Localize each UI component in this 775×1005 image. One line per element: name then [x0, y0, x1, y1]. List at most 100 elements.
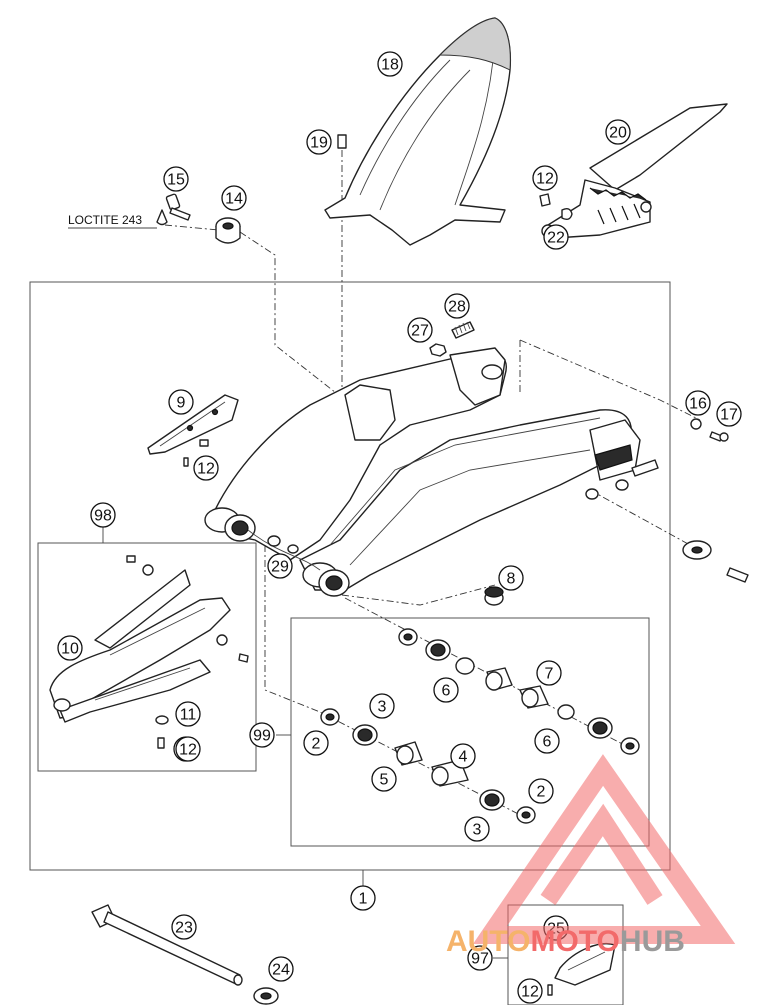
callout-3: 3	[369, 693, 395, 719]
callout-label: 23	[175, 920, 193, 937]
callout-20: 20	[605, 119, 631, 145]
callout-17: 17	[716, 401, 742, 427]
callout-circle	[467, 945, 493, 971]
callout-circle	[444, 293, 470, 319]
guard-kit-frame	[507, 904, 624, 1005]
callout-circle	[605, 119, 631, 145]
callout-28: 28	[444, 293, 470, 319]
callout-circle	[517, 978, 543, 1004]
callout-label: 27	[411, 323, 429, 340]
callout-label: 24	[272, 962, 290, 979]
callout-12: 12	[532, 165, 558, 191]
callout-98: 98	[90, 502, 116, 528]
callout-11: 11	[175, 701, 201, 727]
callout-19: 19	[306, 129, 332, 155]
bearing-kit-frame	[290, 617, 650, 847]
callout-label: 3	[378, 699, 387, 716]
callout-97: 97	[467, 945, 493, 971]
callout-circle	[534, 728, 560, 754]
callout-circle	[407, 317, 433, 343]
callout-circle	[57, 635, 83, 661]
callout-circle	[377, 51, 403, 77]
loctite-note: LOCTITE 243	[68, 213, 157, 229]
callout-label: 10	[61, 641, 79, 658]
callout-circle	[464, 816, 490, 842]
callout-99: 99	[249, 722, 275, 748]
chain-slider-part	[147, 394, 239, 455]
callout-circle	[303, 730, 329, 756]
callout-label: 19	[310, 135, 328, 152]
callout-22: 22	[543, 224, 569, 250]
callout-label: 6	[442, 683, 451, 700]
callout-circle	[350, 885, 376, 911]
callout-12: 12	[517, 978, 543, 1004]
chain-guard-kit-frame	[37, 542, 257, 772]
callout-label: 2	[312, 736, 321, 753]
callout-15: 15	[163, 166, 189, 192]
callout-23: 23	[171, 914, 197, 940]
callout-circle	[498, 565, 524, 591]
callout-27: 27	[407, 317, 433, 343]
callout-2: 2	[528, 778, 554, 804]
svg-text:AUTOMOTOHUB: AUTOMOTOHUB	[446, 925, 685, 958]
callout-label: 15	[167, 172, 185, 189]
callout-10: 10	[57, 635, 83, 661]
callout-circle	[171, 914, 197, 940]
chain-guard-lower-part	[49, 569, 231, 723]
callout-label: 12	[179, 742, 197, 759]
axis-line-14	[239, 231, 346, 401]
swingarm-assembly-frame	[29, 281, 671, 871]
callout-circle	[175, 701, 201, 727]
callout-circle	[369, 693, 395, 719]
callout-circle	[163, 166, 189, 192]
callout-2: 2	[303, 730, 329, 756]
callout-circle	[221, 185, 247, 211]
callout-circle	[543, 224, 569, 250]
callout-label: 12	[197, 461, 215, 478]
callout-14: 14	[221, 185, 247, 211]
loctite-note-text: LOCTITE 243	[68, 213, 142, 227]
swingarm-part	[204, 347, 641, 597]
axis-line-16	[519, 339, 701, 421]
callout-circle	[532, 165, 558, 191]
callout-29: 29	[267, 553, 293, 579]
callout-1: 1	[350, 885, 376, 911]
axis-line-axle-right	[589, 489, 691, 546]
callout-circle	[433, 677, 459, 703]
callout-label: 12	[536, 171, 554, 188]
callout-label: 1	[359, 891, 368, 908]
callout-circle	[371, 766, 397, 792]
callout-12: 12	[175, 736, 201, 762]
callout-12: 12	[193, 455, 219, 481]
callout-label: 28	[448, 299, 466, 316]
callout-label: 20	[609, 125, 627, 142]
callout-label: 17	[720, 407, 738, 424]
bearing-parts	[320, 628, 640, 824]
watermark-text-moto: MOTO	[530, 925, 619, 958]
callout-label: 11	[180, 707, 197, 724]
callout-label: 97	[471, 951, 489, 968]
callout-6: 6	[534, 728, 560, 754]
callout-circle	[528, 778, 554, 804]
callout-circle	[306, 129, 332, 155]
callout-6: 6	[433, 677, 459, 703]
callout-label: 29	[271, 559, 289, 576]
callout-circle	[267, 553, 293, 579]
callout-label: 3	[473, 822, 482, 839]
callout-label: 8	[507, 571, 516, 588]
callout-label: 18	[381, 57, 399, 74]
callout-group: 1223345667891011121212121214151617181920…	[57, 51, 742, 1004]
watermark-text-auto: AUTO	[446, 925, 530, 958]
callout-24: 24	[268, 956, 294, 982]
callout-circle	[716, 401, 742, 427]
callout-label: 6	[543, 734, 552, 751]
callout-label: 4	[459, 749, 468, 766]
callout-circle	[536, 660, 562, 686]
rear-mudguard-part	[324, 17, 512, 246]
callout-label: 12	[521, 984, 539, 1001]
callout-circle	[175, 736, 201, 762]
callout-label: 2	[537, 784, 546, 801]
callout-label: 14	[225, 191, 243, 208]
